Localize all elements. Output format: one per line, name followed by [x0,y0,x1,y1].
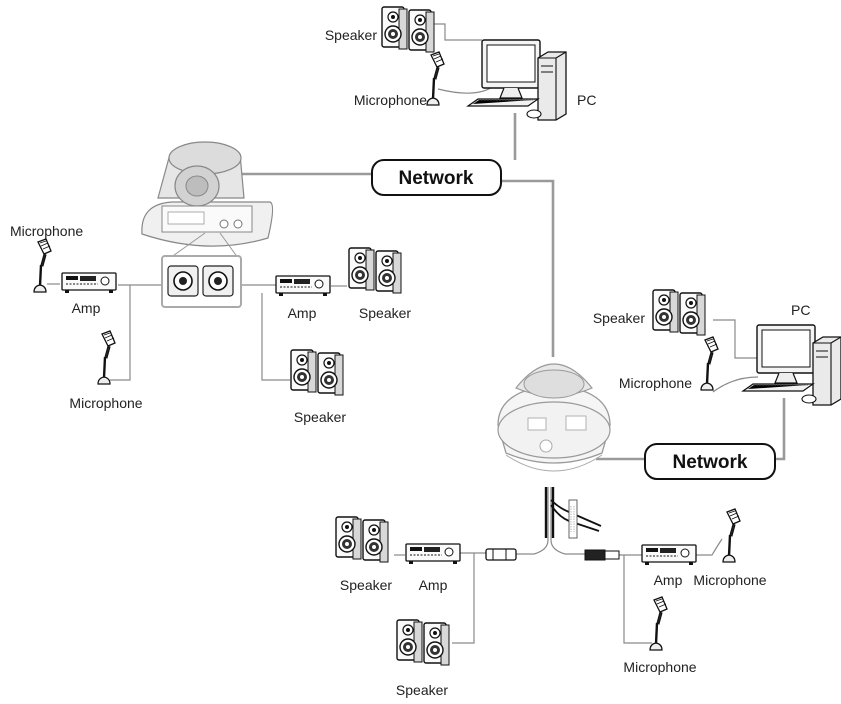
microphone-left-bottom-label: Microphone [69,395,142,411]
microphone-pc-top-icon [425,50,446,107]
speaker-bottom-icon [397,620,449,665]
microphone-pc-top-label: Microphone [354,92,427,108]
speaker-center-label: Speaker [359,305,411,321]
amp-left-icon [61,272,117,294]
speaker-pc-top-label: Speaker [325,27,377,43]
dome-camera-left-icon [141,141,274,308]
network-label-top: Network [399,168,474,189]
amp-bottom-right-icon [641,544,697,566]
network-label-right: Network [673,452,748,473]
amp-bottom-left-label: Amp [419,577,448,593]
speaker-pc-top-icon [382,7,434,52]
microphone-left-bottom-icon [96,329,117,386]
microphone-bottom-label: Microphone [623,659,696,675]
amp-center-label: Amp [288,305,317,321]
amp-bottom-left-icon [405,543,461,565]
audio-connector-left-icon [485,548,517,561]
speaker-bottom-left-icon [336,517,388,562]
dome-camera-right-icon [497,363,611,539]
pc-right-label: PC [791,302,810,318]
speaker-center-icon [349,248,401,293]
speaker-pc-right-icon [653,290,705,335]
microphone-pc-right-icon [699,335,720,392]
network-wiring [241,113,786,461]
audio-connector-right-icon [584,549,620,561]
amp-left-label: Amp [72,300,101,316]
microphone-bottom-right-icon [721,507,742,564]
microphone-bottom-icon [648,595,669,652]
speaker-pc-right-label: Speaker [593,310,645,326]
microphone-bottom-right-label: Microphone [693,572,766,588]
pc-top-label: PC [577,92,596,108]
speaker-below-amp-label: Speaker [294,409,346,425]
pc-top-icon [467,39,567,121]
network-box-right: Network [644,443,776,480]
microphone-pc-right-label: Microphone [619,375,692,391]
microphone-left-top-label: Microphone [10,223,83,239]
amp-bottom-right-label: Amp [654,572,683,588]
speaker-bottom-left-label: Speaker [340,577,392,593]
amp-center-icon [275,275,331,297]
pc-right-icon [742,324,841,406]
speaker-below-amp-icon [291,350,343,395]
network-box-top: Network [371,159,502,196]
speaker-bottom-label: Speaker [396,682,448,698]
